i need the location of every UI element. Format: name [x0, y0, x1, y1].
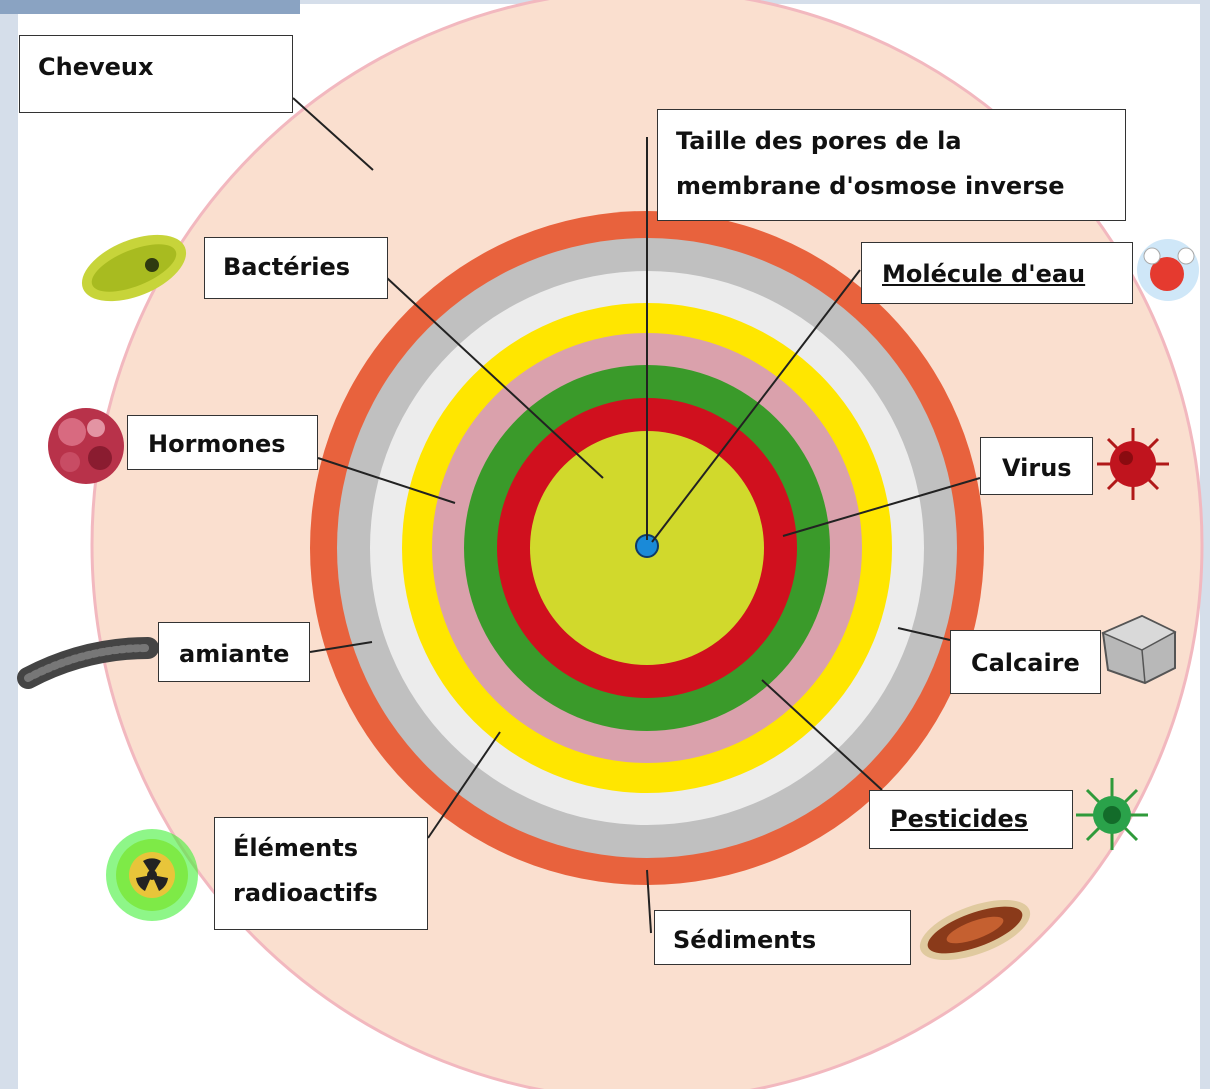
label-sediments: Sédiments [654, 910, 911, 965]
window-frame-right [1200, 0, 1210, 1089]
leader-bacteries [386, 277, 604, 479]
label-bacteries-text: Bactéries [223, 253, 351, 281]
leader-virus [782, 477, 981, 537]
window-tab [0, 0, 300, 14]
label-pores-line2: membrane d'osmose inverse [676, 172, 1065, 200]
label-radioactifs: Éléments radioactifs [214, 817, 428, 930]
label-calcaire: Calcaire [950, 630, 1101, 694]
label-molecule-text: Molécule d'eau [882, 260, 1086, 288]
leader-hormones [317, 457, 456, 504]
label-calcaire-text: Calcaire [971, 649, 1080, 677]
virus-icon [1097, 428, 1169, 500]
label-cheveux: Cheveux [19, 35, 293, 113]
label-pesticides-text: Pesticides [890, 805, 1029, 833]
label-cheveux-text: Cheveux [38, 53, 154, 81]
label-pores: Taille des pores de la membrane d'osmose… [657, 109, 1126, 221]
bacteria-icon [81, 234, 187, 302]
leader-molecule [651, 269, 861, 543]
leader-amiante [309, 641, 373, 653]
window-frame-left [0, 0, 18, 1089]
pesticide-icon [1076, 778, 1148, 850]
label-amiante: amiante [158, 622, 310, 682]
leader-pesticides [761, 679, 883, 791]
asbestos-fiber-icon [17, 637, 159, 689]
label-bacteries: Bactéries [204, 237, 388, 299]
leader-sediments [646, 869, 652, 934]
label-virus: Virus [980, 437, 1093, 495]
radioactive-icon [106, 829, 198, 921]
label-radioactifs-line1: Éléments [233, 834, 359, 862]
label-pores-line1: Taille des pores de la [676, 127, 962, 155]
label-amiante-text: amiante [179, 640, 290, 668]
label-radioactifs-line2: radioactifs [233, 879, 378, 907]
label-pesticides: Pesticides [869, 790, 1073, 849]
label-sediments-text: Sédiments [673, 926, 817, 954]
leader-radioactifs [427, 731, 501, 839]
label-virus-text: Virus [1002, 454, 1072, 482]
protein-icon [48, 408, 124, 484]
label-hormones: Hormones [127, 415, 318, 470]
sediment-icon [919, 899, 1031, 961]
leader-calcaire [897, 627, 951, 641]
leader-cheveux [292, 97, 374, 171]
label-molecule: Molécule d'eau [861, 242, 1133, 304]
label-hormones-text: Hormones [148, 430, 286, 458]
water-molecule-icon [1137, 239, 1199, 301]
calcium-crystal-icon [1101, 614, 1177, 685]
